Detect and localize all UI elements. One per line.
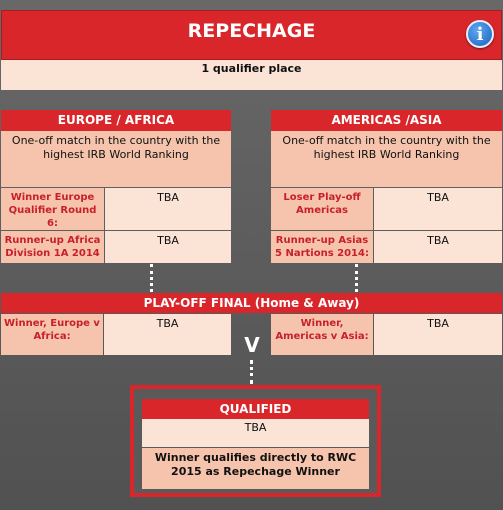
europe-qualifier-label: Winner Europe Qualifier Round 6:	[1, 188, 104, 230]
connector-europe-africa	[150, 264, 153, 292]
africa-runnerup-value: TBA	[105, 231, 231, 263]
americas-asia-description: One-off match in the country with the hi…	[271, 131, 502, 187]
playoff-left-label: Winner, Europe v Africa:	[1, 314, 103, 355]
playoff-left-value: TBA	[104, 314, 231, 355]
europe-africa-description: One-off match in the country with the hi…	[1, 131, 231, 187]
europe-africa-panel: EUROPE / AFRICA One-off match in the cou…	[1, 110, 231, 263]
qualified-value: TBA	[142, 419, 369, 447]
asia-runnerup-value: TBA	[374, 231, 502, 263]
repechage-subtitle: 1 qualifier place	[201, 62, 302, 75]
versus-label: V	[244, 333, 260, 357]
playoff-right-label: Winner, Americas v Asia:	[271, 314, 373, 355]
playoff-title: PLAY-OFF FINAL (Home & Away)	[1, 293, 502, 313]
playoff-right-value: TBA	[374, 314, 502, 355]
qualified-title: QUALIFIED	[142, 399, 369, 419]
americas-asia-panel: AMERICAS /ASIA One-off match in the coun…	[271, 110, 502, 263]
americas-loser-label: Loser Play-off Americas	[271, 188, 373, 230]
americas-asia-title: AMERICAS /ASIA	[271, 110, 502, 131]
asia-runnerup-label: Runner-up Asias 5 Nartions 2014:	[271, 231, 373, 263]
qualified-panel: QUALIFIED TBA Winner qualifies directly …	[130, 385, 381, 497]
repechage-title: REPECHAGE	[187, 20, 316, 42]
repechage-subtitle-box: 1 qualifier place	[1, 60, 502, 90]
info-icon[interactable]: i	[466, 20, 494, 48]
europe-qualifier-value: TBA	[105, 188, 231, 230]
americas-loser-value: TBA	[374, 188, 502, 230]
connector-qualified	[250, 360, 253, 384]
europe-africa-title: EUROPE / AFRICA	[1, 110, 231, 131]
africa-runnerup-label: Runner-up Africa Division 1A 2014	[1, 231, 104, 263]
repechage-header: REPECHAGE	[1, 10, 502, 60]
qualified-description: Winner qualifies directly to RWC 2015 as…	[142, 448, 369, 489]
connector-americas-asia	[355, 264, 358, 292]
